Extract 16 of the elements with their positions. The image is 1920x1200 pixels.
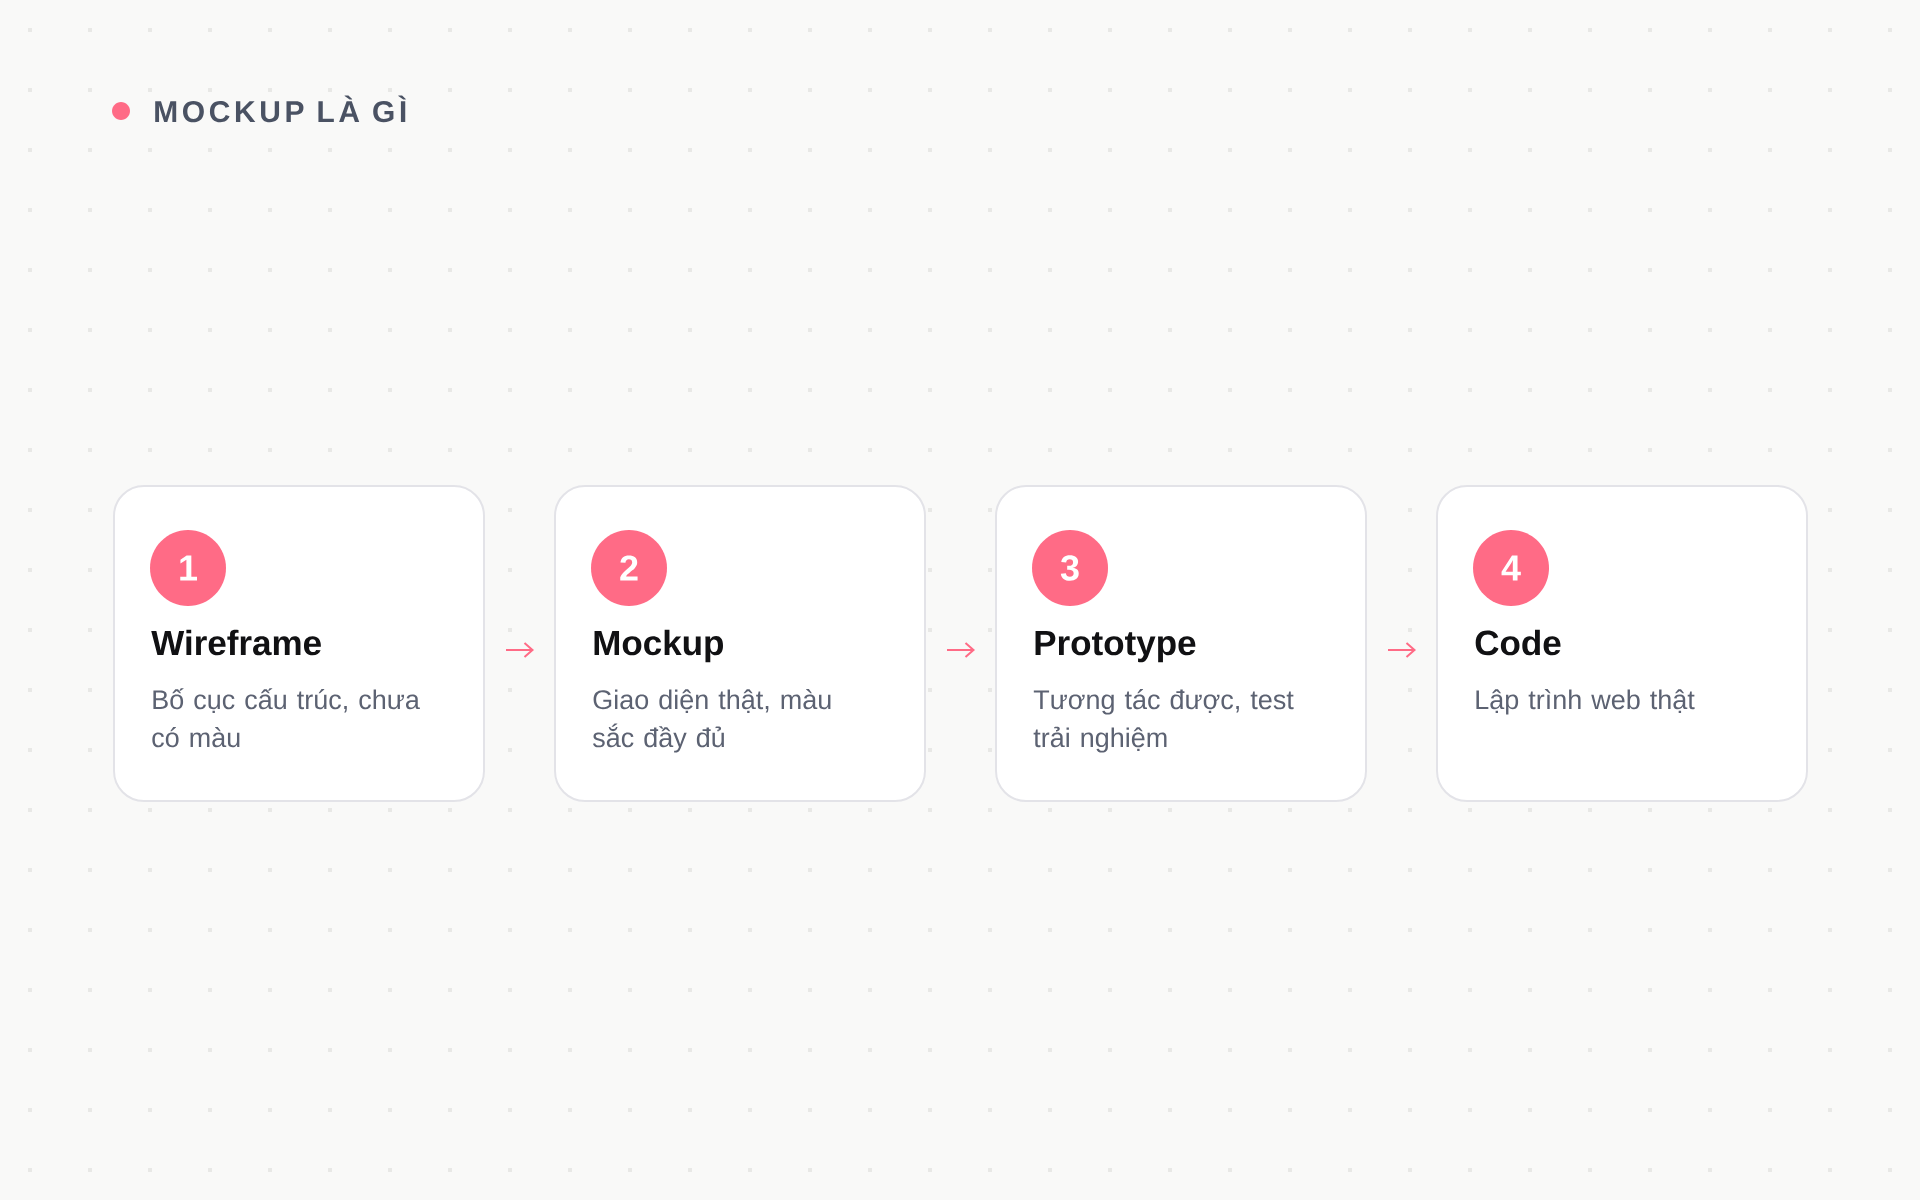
arrow bbox=[1387, 642, 1416, 658]
arrow bbox=[946, 642, 975, 658]
card-heading: Prototype bbox=[1035, 630, 1196, 663]
card-heading: Code bbox=[1475, 629, 1561, 656]
number-badge: 3 bbox=[1032, 530, 1108, 606]
number-badge: 2 bbox=[591, 530, 667, 606]
card-description: Tương tác được, test trải nghiệm bbox=[1033, 689, 1294, 753]
title: MOCKUP LÀ GÌ bbox=[155, 95, 406, 123]
arrow bbox=[505, 642, 534, 658]
number-badge: 4 bbox=[1473, 530, 1549, 606]
card-heading: Wireframe bbox=[151, 629, 321, 656]
card-description: Lập trình web thật bbox=[1476, 689, 1695, 715]
card-description: Giao diện thật, màu sắc đầy đủ bbox=[592, 689, 831, 753]
card-heading: Mockup bbox=[594, 629, 723, 663]
card-description: Bố cục cấu trúc, chưa có màu bbox=[152, 688, 420, 748]
number-badge: 1 bbox=[150, 530, 226, 606]
